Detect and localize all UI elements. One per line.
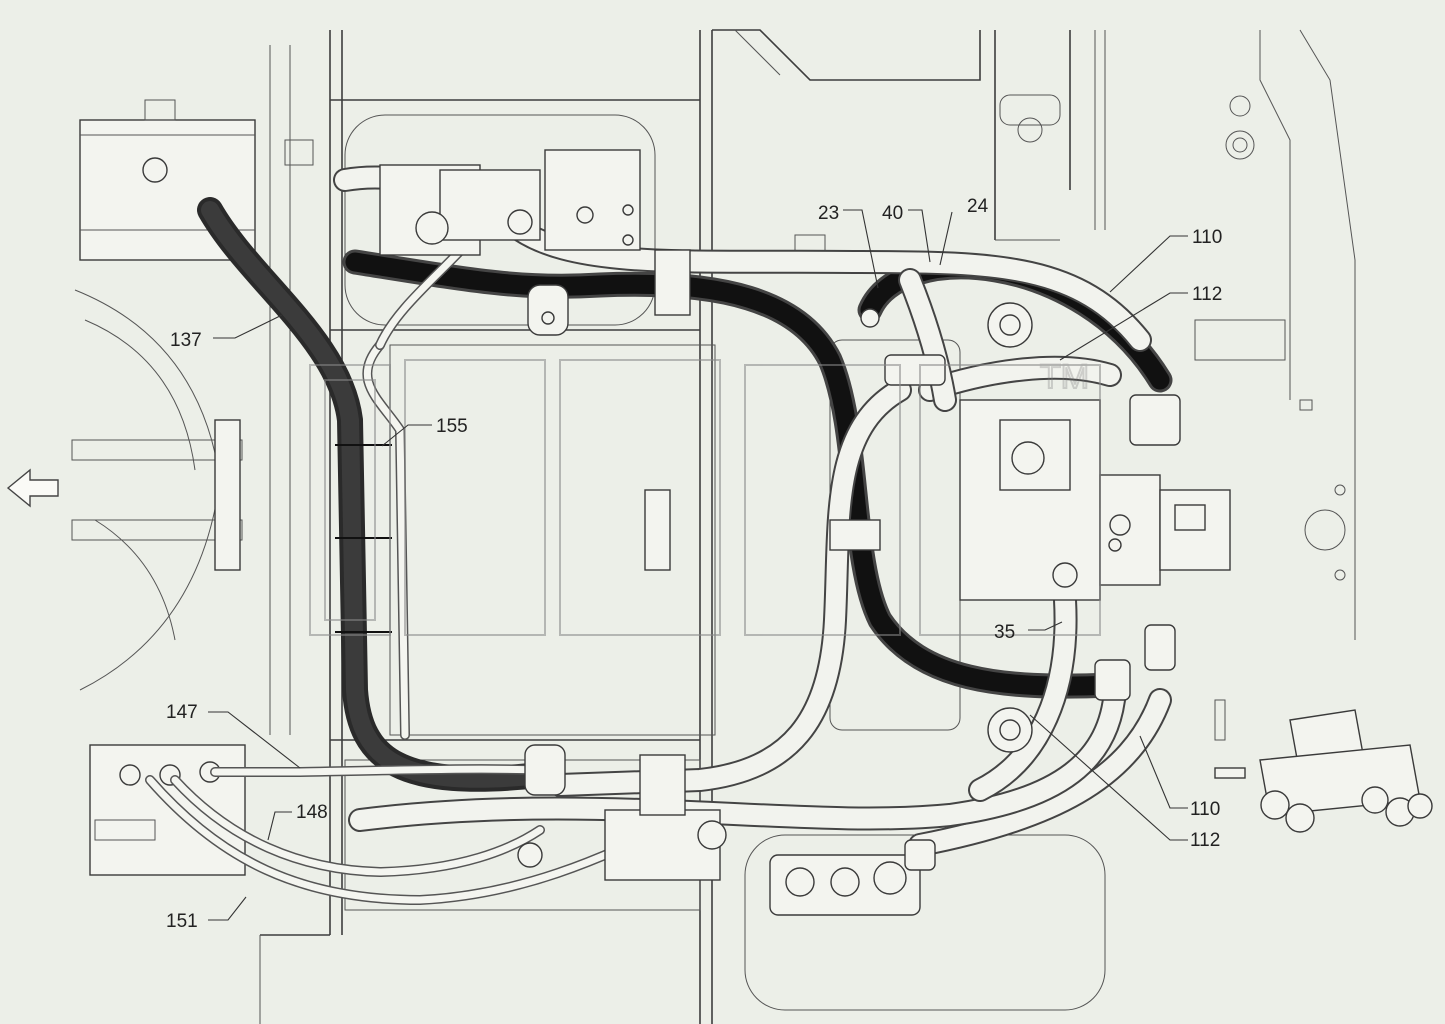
label-137: 137: [170, 330, 202, 351]
watermark-tm: TM: [1040, 358, 1089, 396]
label-112-lower: 112: [1190, 830, 1220, 851]
label-35: 35: [994, 622, 1015, 643]
pump-assembly: [860, 302, 1231, 753]
hose-35: [968, 588, 1078, 802]
hose-return-loop: [548, 378, 912, 797]
label-24: 24: [967, 196, 989, 217]
left-arrow-icon: [6, 468, 59, 508]
label-40: 40: [882, 203, 903, 224]
label-110-upper: 110: [1192, 227, 1222, 248]
hose-110-lower: [348, 678, 1172, 857]
label-112-upper: 112: [1192, 284, 1222, 305]
valve-block-upper: [379, 149, 691, 336]
hose-137: [197, 197, 553, 792]
leader-lines: [208, 209, 1188, 921]
label-148: 148: [296, 802, 328, 823]
hose-112-upper: [898, 268, 1122, 412]
label-151: 151: [166, 911, 198, 932]
label-110-lower: 110: [1190, 799, 1220, 820]
label-155: 155: [436, 416, 468, 437]
valve-block-lower: [517, 744, 936, 916]
label-147: 147: [166, 702, 198, 723]
watermark: TM: [309, 357, 1101, 636]
pneumatic-roller-icon: [1214, 709, 1433, 833]
center-bracket: [644, 489, 881, 571]
label-23: 23: [818, 203, 839, 224]
